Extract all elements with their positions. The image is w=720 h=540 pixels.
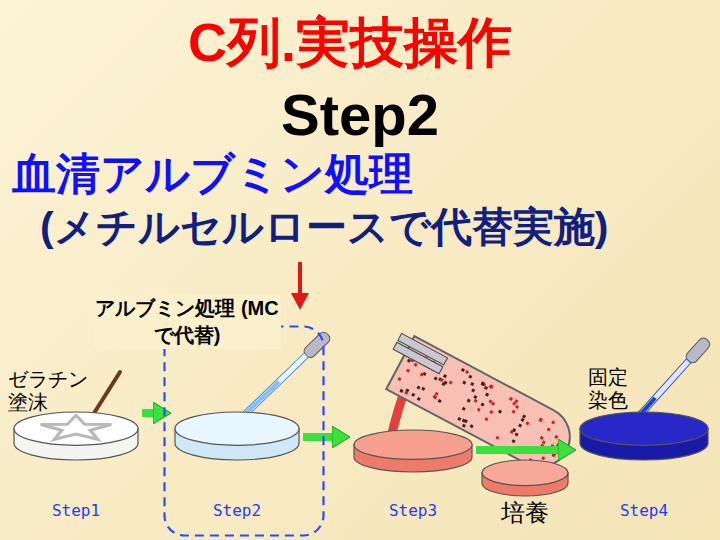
culture-dish: Step1 [12, 410, 140, 522]
step-arrow [142, 409, 157, 417]
step-note: ゼラチン 塗沫 [8, 368, 94, 414]
step-heading: Step2 [0, 80, 720, 150]
dish-outline [578, 410, 710, 464]
step-label: Step1 [52, 501, 100, 522]
step-highlight: Step2アルブミン処理 (MCで代替) [163, 325, 325, 537]
culture-dish: 培養 [480, 458, 570, 530]
culture-dish: Step4 [578, 410, 710, 522]
dish-outline [352, 428, 474, 476]
pointer-arrow [291, 262, 309, 310]
step-note: 固定 染色 [588, 366, 634, 412]
process-heading: 血清アルブミン処理 [12, 148, 413, 201]
slide-title: C列.実技操作 [0, 10, 700, 75]
culture-dish: Step2 [173, 410, 301, 522]
dish-outline [12, 410, 140, 464]
step-label: Step4 [620, 501, 668, 522]
culture-dish: Step3 [352, 428, 474, 522]
step-arrow [476, 446, 562, 454]
step-label: Step3 [389, 501, 437, 522]
step-note: 培養 [501, 499, 549, 530]
callout-heading: アルブミン処理 (MCで代替) [93, 295, 281, 349]
step-label: Step2 [213, 501, 261, 522]
dish-outline [480, 458, 570, 500]
dish-outline [173, 410, 301, 464]
process-subheading: (メチルセルロースで代替実施) [40, 203, 608, 252]
step-arrow [303, 433, 336, 441]
